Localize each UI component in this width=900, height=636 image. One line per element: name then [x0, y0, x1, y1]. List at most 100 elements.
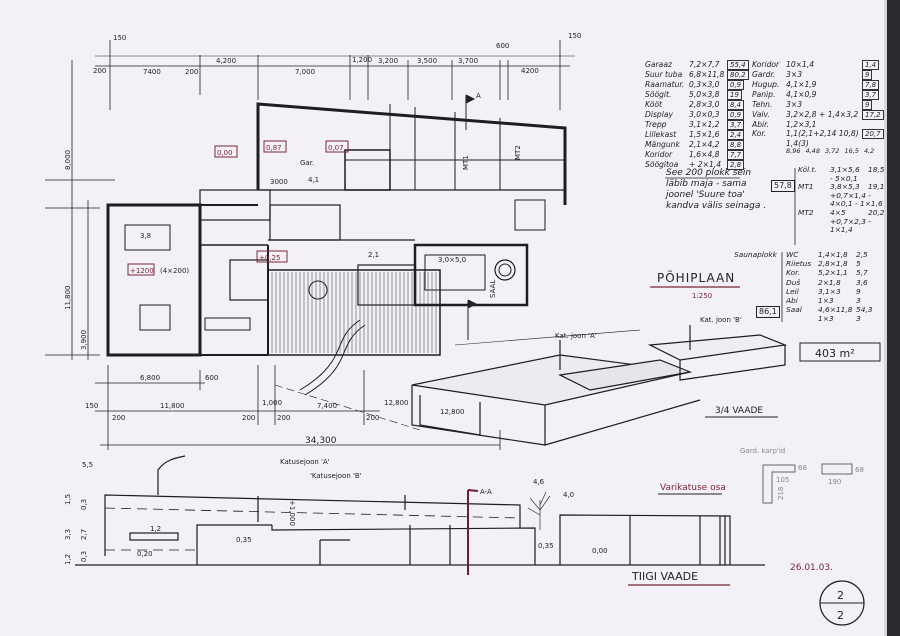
room-area: 7,7 [727, 150, 745, 160]
dim-label: 11,800 [64, 286, 72, 311]
dim-label: 3000 [270, 178, 288, 186]
room-dims: 6,8×11,8 [689, 70, 725, 79]
room-area: 2,8 [727, 160, 745, 170]
room-dims: 1,4×1,8 [818, 250, 848, 259]
list-row: Kor.1,1(2,1+2,14 10,8) 1,4(3)20,7 [752, 129, 884, 148]
elevation-title: TIIGI VAADE [631, 570, 698, 583]
dim-label: 4,6 [533, 478, 545, 486]
dim-label: 200 [242, 414, 255, 422]
level-label: 0,00 [217, 149, 233, 157]
dim-label: 68 [798, 464, 807, 472]
room-name: Koridor [645, 150, 673, 159]
level-label: 0,20 [137, 550, 153, 558]
sauna-block-label: Saunaplokk [734, 250, 777, 259]
dim-label: 600 [205, 374, 218, 382]
dim-label: 150 [113, 34, 126, 42]
list-row: Abir.1,2×3,1 [752, 120, 884, 129]
bottom-dimension-labels: 6,800 600 150 200 11,800 200 1,000 200 7… [85, 374, 409, 446]
room-area: 3,6 [856, 277, 868, 287]
room-name: Söögit. [645, 90, 672, 99]
room-dims: 0,3×3,0 [689, 80, 720, 89]
top-dimension-line [95, 40, 575, 110]
room-name: Lillekast [645, 130, 677, 139]
room-dims: 3,1×5,6 [830, 165, 860, 174]
room-dims: 3×3 [786, 100, 803, 109]
room-area: 8,8 [727, 140, 745, 150]
tree-icon [527, 491, 551, 530]
room-name: Saal [786, 305, 802, 315]
room-name: Display [645, 110, 673, 119]
dim-label: 200 [277, 414, 290, 422]
dim-label: 8,000 [64, 150, 72, 170]
terrace-decking-hatch [271, 272, 437, 353]
subtotal: 8,96 [786, 147, 801, 155]
room-name: Garaaz [645, 60, 672, 69]
room-area: 80,2 [727, 70, 749, 80]
room-area: 3,7 [727, 120, 745, 130]
frame-detail-labels: Gard. karp'id 68 105 218 68 190 [740, 447, 864, 500]
room-area: 3,7 [862, 90, 880, 100]
room-name: Gardr. [752, 70, 776, 79]
subtotal: 3,72 [824, 147, 840, 155]
room-extra: +0,7×1,4 - 4×0,1 - 1×1,6 [830, 190, 883, 209]
subtotal: 16,5 [844, 147, 859, 155]
room-dims: 1×3 [818, 314, 834, 324]
dim-label: 3,900 [80, 330, 88, 350]
room-name: Hugup. [752, 80, 780, 89]
room-label: SAAL [489, 280, 497, 298]
room-dims: 1,6×4,8 [689, 150, 720, 159]
elevation-sketch [75, 455, 765, 566]
total-area-box [799, 342, 881, 362]
list-row: Koridor 1,6×4,8 7,7 [645, 150, 749, 160]
room-name: Kor. [752, 129, 767, 139]
room-name: Leil [786, 286, 799, 296]
perspective-sketch [274, 319, 788, 446]
room-area: 2,5 [856, 250, 868, 259]
note-line: joonel 'Suure toa' [666, 190, 745, 200]
room-dims: + 2×1,4 [689, 160, 722, 169]
room-name: Raamatur. [645, 80, 685, 89]
dim-label: 68 [855, 466, 864, 474]
room-dims: 3×3 [786, 70, 803, 79]
drawing-date: 26.01.03. [790, 563, 833, 573]
room-dims: 10×1,4 [786, 60, 815, 69]
room-dims: 5,2×1,1 [818, 268, 848, 278]
pool-label: 3,0×5,0 [438, 256, 466, 264]
room-label: Gar. [300, 159, 314, 167]
frame-detail-sketch [762, 463, 853, 504]
dim-label-total: 34,300 [305, 436, 337, 446]
room-area: 0,9 [727, 110, 745, 120]
room-dims: 2,1×4,2 [689, 140, 720, 149]
plan-scale: 1:250 [692, 292, 712, 300]
room-name: Riietus [786, 259, 812, 269]
room-name: Kor. [786, 268, 800, 278]
dim-label: 200 [112, 414, 125, 422]
dim-label: +1,000 [288, 500, 296, 526]
paper-edge [884, 0, 887, 636]
room-name: Abir. [752, 120, 769, 129]
level-label: 0,00 [592, 547, 608, 555]
room-dims: 3,0×0,3 [689, 110, 720, 119]
dim-label: 1,2 [64, 554, 72, 565]
dim-label: 7,400 [317, 402, 337, 410]
room-area: 55,4 [727, 60, 749, 70]
room-name: MT1 [798, 182, 814, 192]
dim-label: 4,0 [563, 491, 574, 499]
dim-label: 200 [185, 68, 198, 76]
room-dims: 1×3 [818, 296, 834, 306]
room-area: 8,4 [727, 100, 745, 110]
room-area: 5 [856, 259, 861, 269]
room-dims: 3,1×3 [818, 286, 841, 296]
top-dimension-labels: 200 7400 200 4,200 7,000 1,200 3,200 3,5… [93, 32, 581, 76]
dim-label: 7,000 [295, 68, 315, 76]
room-name: Koridor [752, 60, 780, 69]
